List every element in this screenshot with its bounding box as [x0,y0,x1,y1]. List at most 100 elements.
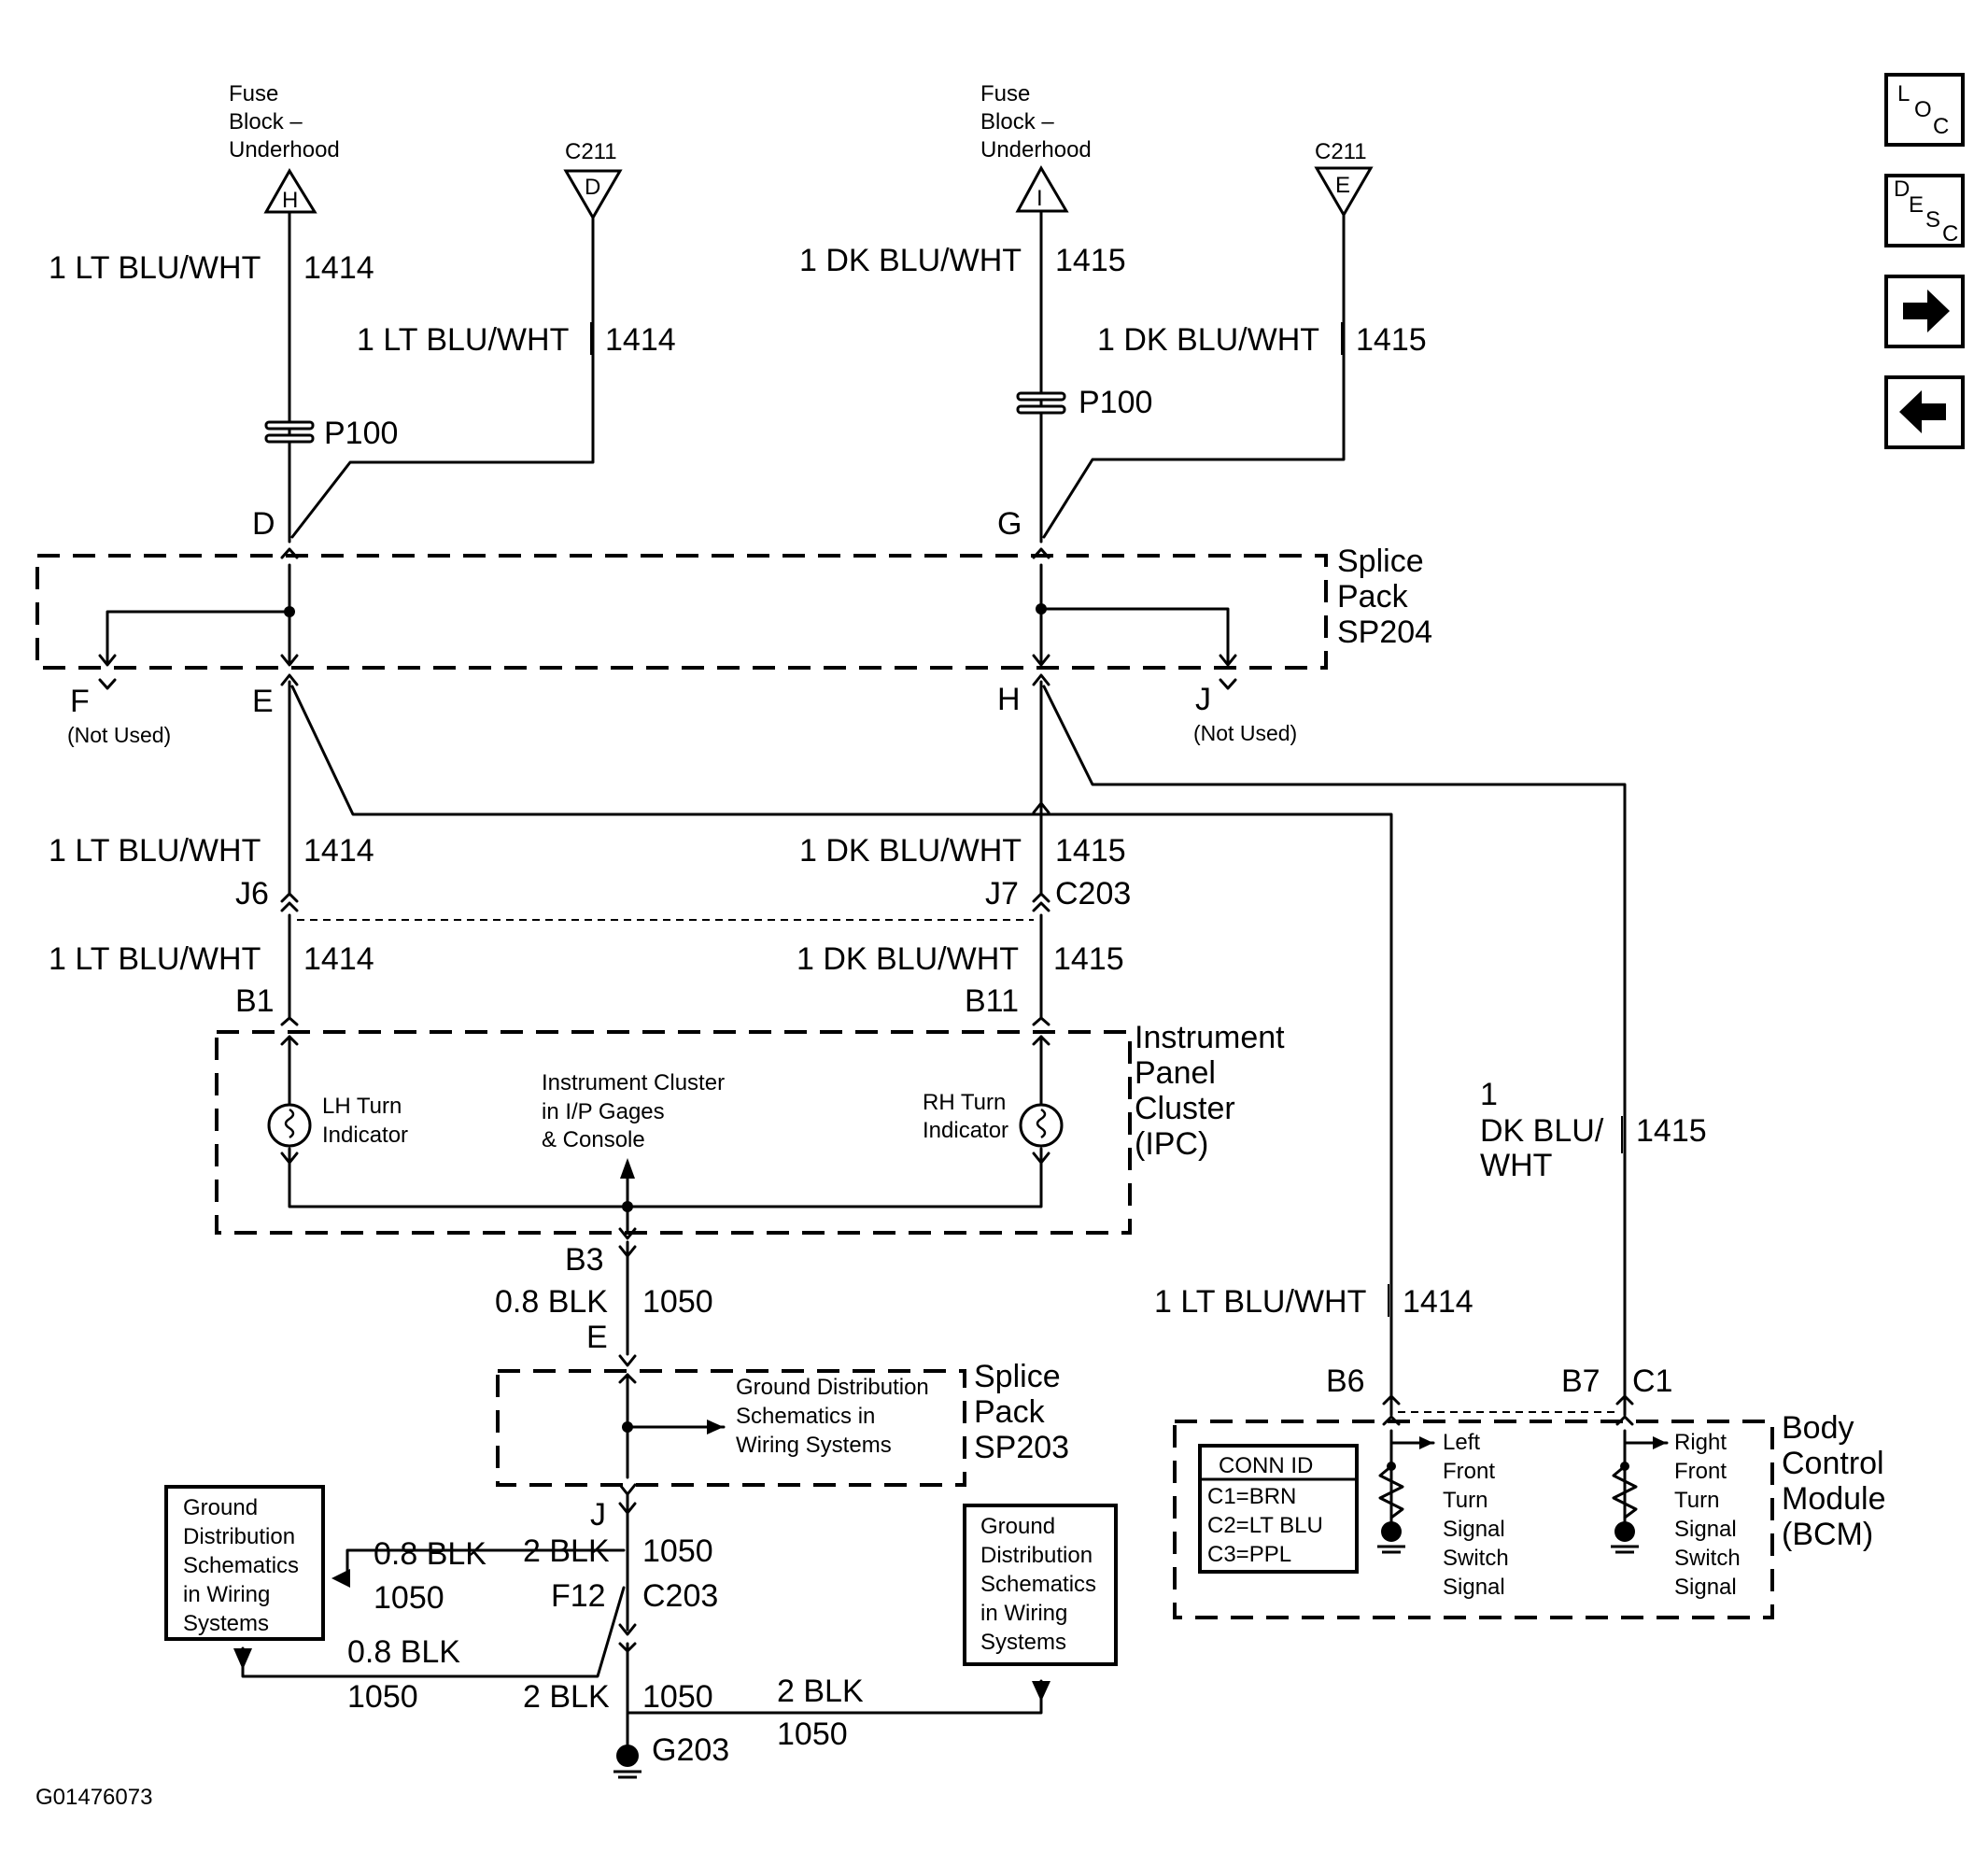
svg-text:Right: Right [1674,1430,1727,1455]
ground-distribution-box-right [963,1504,1118,1666]
svg-text:Control: Control [1782,1446,1884,1481]
svg-text:1050: 1050 [642,1284,713,1320]
svg-text:Schematics: Schematics [183,1553,299,1578]
svg-text:C1=BRN: C1=BRN [1207,1484,1296,1509]
fuse-block-h: Fuse Block – Underhood H [229,81,340,214]
splice-pack-sp203-box [496,1369,966,1487]
svg-text:1 DK BLU/WHT: 1 DK BLU/WHT [797,941,1019,977]
svg-text:1 DK BLU/WHT: 1 DK BLU/WHT [799,833,1022,869]
svg-text:B1: B1 [235,983,275,1019]
svg-text:Module: Module [1782,1481,1886,1517]
svg-text:0.8 BLK: 0.8 BLK [495,1284,608,1320]
c211-d: C211 D [563,139,623,220]
svg-text:SP203: SP203 [974,1430,1069,1465]
svg-text:1 LT BLU/WHT: 1 LT BLU/WHT [357,322,569,358]
svg-text:CONN ID: CONN ID [1219,1453,1313,1478]
svg-text:E: E [1335,173,1350,198]
svg-text:J7: J7 [985,876,1019,911]
svg-text:Systems: Systems [980,1630,1066,1655]
svg-text:Splice: Splice [974,1359,1061,1394]
svg-text:0.8 BLK: 0.8 BLK [374,1536,486,1572]
splice-sp204-label: Splice Pack SP204 [1337,544,1432,650]
ground-arrow-icon [331,1569,350,1588]
svg-text:D: D [585,175,600,200]
svg-text:Pack: Pack [1337,579,1409,615]
svg-text:Ground: Ground [183,1495,258,1520]
wire-network [106,209,1669,1779]
desc-button[interactable]: D E S C [1884,174,1965,247]
svg-text:C: C [1933,114,1949,139]
next-button[interactable] [1884,275,1965,348]
ground-distribution-box-left [164,1485,325,1641]
svg-text:C: C [1942,221,1958,247]
svg-text:Schematics: Schematics [980,1572,1096,1597]
svg-text:1414: 1414 [303,250,374,286]
svg-text:Indicator: Indicator [923,1118,1008,1143]
svg-text:1 LT BLU/WHT: 1 LT BLU/WHT [49,250,261,286]
svg-text:J6: J6 [235,876,269,911]
svg-text:Indicator: Indicator [322,1123,408,1148]
svg-text:2 BLK: 2 BLK [777,1674,864,1709]
loc-button[interactable]: L O C [1884,73,1965,147]
svg-text:in Wiring: in Wiring [980,1601,1067,1626]
svg-text:Wiring Systems: Wiring Systems [736,1433,892,1458]
svg-text:Front: Front [1443,1459,1495,1484]
svg-text:C211: C211 [565,139,617,164]
ipc-box [215,1030,1132,1235]
svg-text:Front: Front [1674,1459,1727,1484]
svg-text:C2=LT BLU: C2=LT BLU [1207,1513,1323,1538]
svg-text:1: 1 [1480,1077,1498,1112]
figure-id: G01476073 [35,1785,152,1810]
prev-button[interactable] [1884,375,1965,449]
splice-sp203-label: Splice Pack SP203 Ground Distribution Sc… [736,1359,1069,1465]
ground-arrow-icon [1032,1681,1050,1702]
svg-text:B7: B7 [1561,1363,1600,1399]
arrow-left-icon [1899,390,1946,433]
svg-text:1415: 1415 [1356,322,1427,358]
svg-text:1050: 1050 [347,1679,418,1715]
svg-text:D: D [252,506,275,542]
svg-text:P100: P100 [324,416,398,451]
svg-text:Body: Body [1782,1410,1854,1446]
svg-text:1415: 1415 [1636,1113,1707,1149]
svg-text:Turn: Turn [1674,1488,1719,1513]
svg-text:J: J [590,1497,606,1533]
svg-text:Schematics in: Schematics in [736,1404,875,1429]
connector-triangle-icon [563,169,623,220]
svg-text:B6: B6 [1326,1363,1365,1399]
svg-text:J: J [1195,682,1211,717]
svg-text:D: D [1894,177,1910,202]
svg-text:C203: C203 [1055,876,1131,911]
svg-text:& Console: & Console [542,1127,645,1152]
svg-text:Turn: Turn [1443,1488,1487,1513]
svg-text:Instrument Cluster: Instrument Cluster [542,1070,725,1095]
rh-turn-lamp-icon [1019,1103,1064,1148]
svg-text:Fuse: Fuse [980,81,1030,106]
svg-text:C1: C1 [1632,1363,1672,1399]
svg-text:1414: 1414 [303,941,374,977]
svg-text:F: F [70,684,90,719]
svg-text:H: H [282,188,298,213]
svg-text:1415: 1415 [1055,833,1126,869]
svg-text:(IPC): (IPC) [1135,1126,1208,1162]
svg-text:Block –: Block – [229,109,303,134]
svg-text:1 LT BLU/WHT: 1 LT BLU/WHT [49,833,261,869]
fuse-block-i: Fuse Block – Underhood I [980,81,1092,213]
svg-text:Distribution: Distribution [980,1543,1093,1568]
p100-connector-icon [264,391,1066,444]
svg-text:Ground: Ground [980,1514,1055,1539]
svg-text:B11: B11 [965,983,1019,1019]
svg-text:1050: 1050 [642,1679,713,1715]
svg-text:Systems: Systems [183,1611,269,1636]
svg-text:1 DK BLU/WHT: 1 DK BLU/WHT [799,243,1022,278]
bcm-box [1173,1420,1774,1619]
svg-text:WHT: WHT [1480,1148,1552,1183]
svg-text:Left: Left [1443,1430,1480,1455]
svg-text:Signal: Signal [1443,1575,1505,1600]
svg-text:1414: 1414 [605,322,676,358]
svg-text:H: H [997,682,1021,717]
svg-text:Underhood: Underhood [229,137,340,162]
svg-text:1414: 1414 [1403,1284,1473,1320]
svg-text:2 BLK: 2 BLK [523,1679,610,1715]
svg-text:E: E [252,684,274,719]
